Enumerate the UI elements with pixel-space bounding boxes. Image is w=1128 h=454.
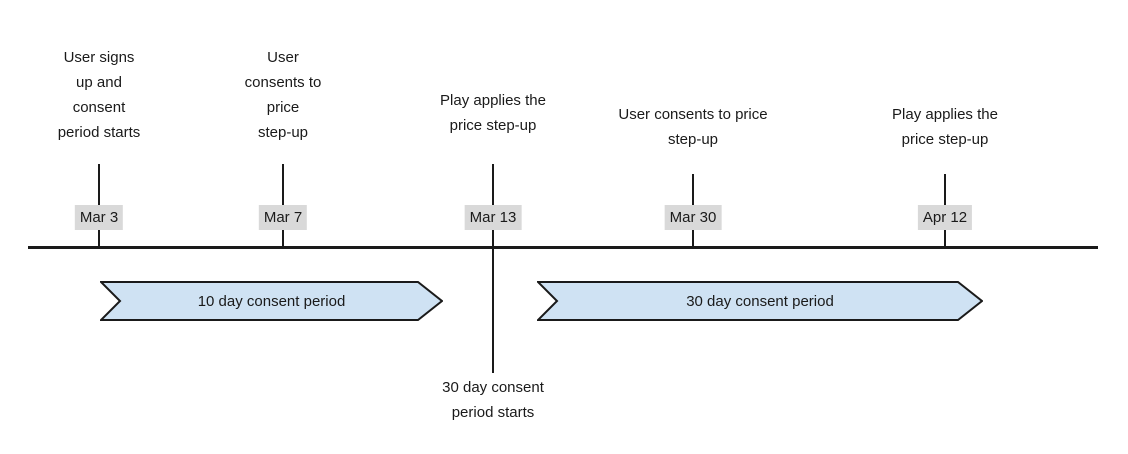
- chevron-banner-icon: [100, 281, 443, 321]
- event-label-apply-2: Play applies the price step-up: [892, 106, 998, 148]
- date-badge-mar-13: Mar 13: [464, 205, 522, 230]
- event-label-apply-1: Play applies the price step-up: [440, 92, 546, 134]
- event-label-consent-2: User consents to price step-up: [618, 106, 768, 148]
- period-banner-10-day-label: 10 day consent period: [197, 292, 346, 310]
- event-tick-mar-13: [492, 164, 494, 373]
- date-badge-mar-7: Mar 7: [258, 205, 308, 230]
- period-banner-30-day: 30 day consent period: [537, 281, 983, 321]
- timeline-axis: [28, 246, 1098, 249]
- event-label-consent-1: User consents to price step-up: [244, 49, 322, 141]
- date-badge-mar-30: Mar 30: [664, 205, 722, 230]
- date-badge-apr-12: Apr 12: [917, 205, 973, 230]
- chevron-banner-icon: [537, 281, 983, 321]
- event-label-signup: User signs up and consent period starts: [57, 49, 141, 141]
- period-banner-10-day: 10 day consent period: [100, 281, 443, 321]
- period-banner-30-day-label: 30 day consent period: [686, 292, 834, 310]
- date-badge-mar-3: Mar 3: [74, 205, 124, 230]
- note-30-day-period-starts: 30 day consent period starts: [442, 379, 544, 421]
